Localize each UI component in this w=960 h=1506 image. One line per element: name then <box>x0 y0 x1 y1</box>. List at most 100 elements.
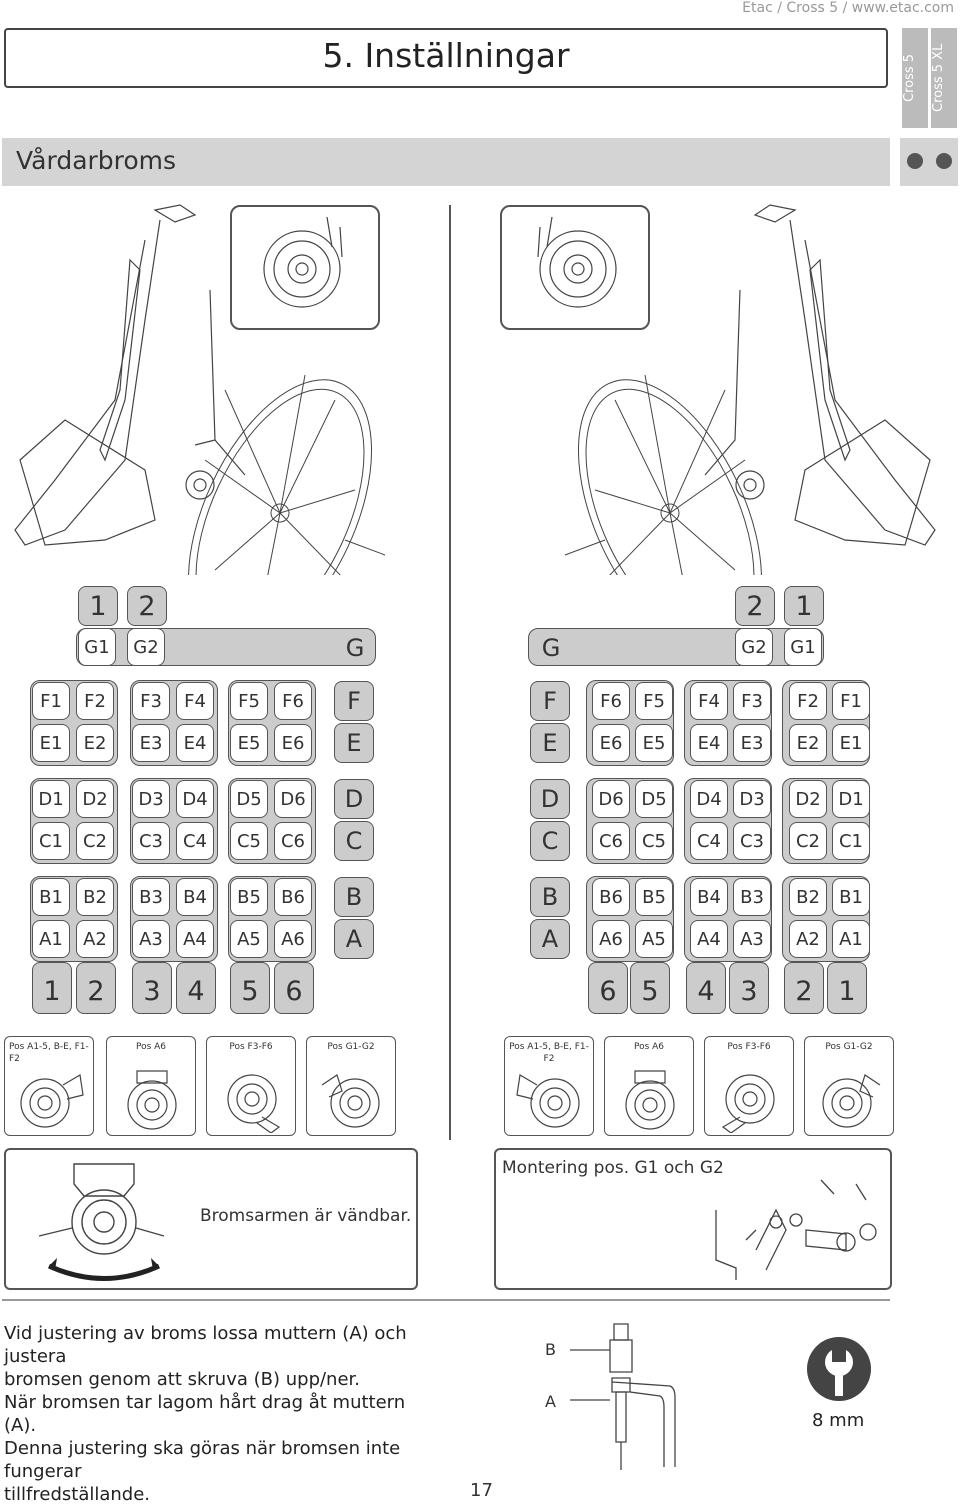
row-letter-f-right: F <box>530 681 570 721</box>
model-label-cross5: Cross 5 <box>902 53 917 103</box>
cell-d3-right: D3 <box>733 780 771 818</box>
cell-g1-left: G1 <box>78 628 116 666</box>
wrench-icon <box>807 1337 871 1401</box>
page-title: 5. Inställningar <box>322 36 570 75</box>
cell-a3-left: A3 <box>132 920 170 958</box>
cell-c4-left: C4 <box>176 822 214 860</box>
cell-a4-right: A4 <box>690 920 728 958</box>
cell-c5-left: C5 <box>230 822 268 860</box>
mounting-box: Montering pos. G1 och G2 <box>494 1148 892 1290</box>
title-box <box>4 28 888 88</box>
cell-d5-right: D5 <box>635 780 673 818</box>
cell-c1-right: C1 <box>832 822 870 860</box>
col-number-right-1: 1 <box>827 962 867 1014</box>
row-letter-d-right: D <box>530 779 570 819</box>
cell-b1-right: B1 <box>832 878 870 916</box>
cell-e6-right: E6 <box>592 724 630 762</box>
cell-a5-right: A5 <box>635 920 673 958</box>
cell-e5-left: E5 <box>230 724 268 762</box>
cell-f5-right: F5 <box>635 682 673 720</box>
cell-b5-left: B5 <box>230 878 268 916</box>
cell-e1-left: E1 <box>32 724 70 762</box>
instruction-line-3: När bromsen tar lagom hårt drag åt mutte… <box>4 1392 406 1436</box>
cell-e1-right: E1 <box>832 724 870 762</box>
instruction-line-5: tillfredställande. <box>4 1484 151 1505</box>
cell-g1-right: G1 <box>784 628 822 666</box>
brake-detail-callout-right <box>500 205 650 330</box>
cell-g2-right: G2 <box>735 628 773 666</box>
pos-label-left-1: Pos A1-5, B-E, F1-F2 <box>9 1042 89 1064</box>
page-number: 17 <box>470 1480 493 1501</box>
instruction-line-1: Vid justering av broms lossa muttern (A)… <box>4 1323 407 1367</box>
cell-b4-left: B4 <box>176 878 214 916</box>
cell-c3-left: C3 <box>132 822 170 860</box>
col-number-right-2: 2 <box>784 962 824 1014</box>
cell-a1-left: A1 <box>32 920 70 958</box>
adjuster-label-b: B <box>545 1340 556 1359</box>
cell-d2-left: D2 <box>76 780 114 818</box>
g-row-right <box>528 628 824 666</box>
center-divider <box>449 205 451 1140</box>
model-label-cross5xl: Cross 5 XL <box>931 43 946 113</box>
pos-label-left-2: Pos A6 <box>135 1042 167 1052</box>
cell-f5-left: F5 <box>230 682 268 720</box>
cell-b3-left: B3 <box>132 878 170 916</box>
cell-e2-right: E2 <box>789 724 827 762</box>
brake-arm-left-4-illustration <box>321 1074 380 1128</box>
model-column-cross5xl: Cross 5 XL <box>931 28 957 128</box>
cable-adjuster-illustration <box>570 1323 676 1470</box>
cell-f1-right: F1 <box>832 682 870 720</box>
col-number-right-4: 4 <box>686 962 726 1014</box>
pos-label-right-4: Pos G1-G2 <box>825 1042 873 1052</box>
cell-c2-right: C2 <box>789 822 827 860</box>
cell-e3-left: E3 <box>132 724 170 762</box>
cell-e6-left: E6 <box>274 724 312 762</box>
brake-detail-callout-left <box>230 205 380 330</box>
pos-label-left-3: Pos F3-F6 <box>229 1042 273 1052</box>
row-letter-e-right: E <box>530 723 570 763</box>
cell-d2-right: D2 <box>789 780 827 818</box>
brake-detail-left-illustration <box>263 216 343 308</box>
row-letter-b-right: B <box>530 877 570 917</box>
reversible-brake-arm-illustration <box>38 1163 165 1281</box>
section-bar <box>2 138 890 186</box>
pos-label-left-4: Pos G1-G2 <box>327 1042 375 1052</box>
cell-f3-right: F3 <box>733 682 771 720</box>
col-number-left-5: 5 <box>230 962 270 1014</box>
cell-f2-left: F2 <box>76 682 114 720</box>
cell-f2-right: F2 <box>789 682 827 720</box>
cell-d6-right: D6 <box>592 780 630 818</box>
col-number-left-3: 3 <box>132 962 172 1014</box>
pos-label-right-3: Pos F3-F6 <box>727 1042 771 1052</box>
row-letter-e-left: E <box>334 723 374 763</box>
reversible-arm-box: Bromsarmen är vändbar. <box>4 1148 418 1290</box>
cell-a6-right: A6 <box>592 920 630 958</box>
row-letter-f-left: F <box>334 681 374 721</box>
row-letter-d-left: D <box>334 779 374 819</box>
col-number-left-4: 4 <box>176 962 216 1014</box>
model-column-cross5: Cross 5 <box>902 28 928 128</box>
cell-f6-left: F6 <box>274 682 312 720</box>
row-letter-g-right: G <box>541 634 561 662</box>
col-number-right-6: 6 <box>588 962 628 1014</box>
cell-c5-right: C5 <box>635 822 673 860</box>
cell-f1-left: F1 <box>32 682 70 720</box>
cell-g2-left: G2 <box>127 628 165 666</box>
cell-b2-right: B2 <box>789 878 827 916</box>
cell-f3-left: F3 <box>132 682 170 720</box>
cell-a4-left: A4 <box>176 920 214 958</box>
g-number-right-1: 1 <box>784 586 824 626</box>
cell-d4-right: D4 <box>690 780 728 818</box>
cell-e5-right: E5 <box>635 724 673 762</box>
brake-arm-left-1-illustration <box>20 1074 84 1128</box>
cell-d3-left: D3 <box>132 780 170 818</box>
cell-c3-right: C3 <box>733 822 771 860</box>
section-title: Vårdarbroms <box>16 146 177 175</box>
g-row-left <box>76 628 376 666</box>
pos-box-right-2: Pos A6 <box>604 1036 694 1136</box>
instruction-line-2: bromsen genom att skruva (B) upp/ner. <box>4 1369 361 1390</box>
cell-d5-left: D5 <box>230 780 268 818</box>
cell-c4-right: C4 <box>690 822 728 860</box>
row-letter-a-right: A <box>530 919 570 959</box>
g-number-right-2: 2 <box>735 586 775 626</box>
